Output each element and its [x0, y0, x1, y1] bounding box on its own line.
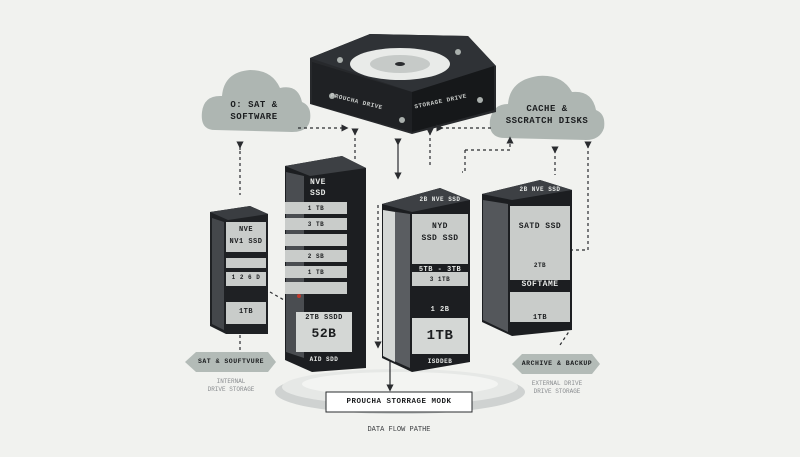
tower-r-cap: 1TB — [532, 314, 548, 322]
base-caption: DATA FLOW PATHE — [367, 426, 431, 434]
tag-left-shape — [185, 352, 276, 372]
tower-left-title2: NV1 SSD — [229, 238, 263, 246]
tower-r-title1: SATD SSD — [518, 222, 562, 231]
tag-left-label: SAT & SOUFTVURE — [197, 358, 264, 365]
tower-left-cap: 1TB — [238, 308, 254, 316]
cloud-left-line1: O: SAT & — [230, 100, 278, 110]
base-label-box — [325, 391, 473, 413]
tower-center-left — [285, 156, 366, 372]
cloud-right-line2: SSCRATCH DISKS — [505, 116, 589, 126]
tower-cl-row-1: 1 TB — [307, 205, 325, 212]
tower-cr-top: 2B NVE SSD — [419, 196, 461, 203]
tag-right-label: ARCHIVE & BACKUP — [521, 360, 593, 367]
tower-left-sub: 1 2 6 D — [231, 274, 261, 281]
tower-cl-foot: AID SDD — [309, 356, 339, 363]
tag-right-note1: EXTERNAL DRIVE — [531, 380, 583, 387]
tower-cr-sub2: 1 2B — [430, 306, 450, 314]
tower-right — [482, 180, 572, 336]
cloud-right — [489, 75, 605, 140]
tower-r-title2: SOFTAME — [521, 280, 559, 289]
tower-r-top: 2B NVE SSD — [519, 186, 561, 193]
tag-left-note1: INTERNAL — [216, 378, 246, 385]
top-drive — [310, 34, 496, 134]
tower-cr-sub: 3 1TB — [429, 276, 451, 283]
tag-left-note2: DRIVE STORAGE — [207, 386, 255, 393]
cloud-right-line1: CACHE & — [526, 104, 568, 114]
tower-cr-title2: SSD SSD — [421, 234, 459, 243]
tower-cl-title1: NVE — [310, 178, 326, 187]
tower-center-right — [382, 188, 470, 372]
tower-cl-row-4: 1 TB — [307, 269, 325, 276]
tower-cl-title2: SSD — [310, 189, 326, 198]
tag-right-note2: DRIVE STORAGE — [533, 388, 581, 395]
tower-r-mid: 2TB — [533, 262, 547, 269]
tower-cl-row-3: 2 SB — [307, 253, 325, 260]
tower-left-small — [210, 206, 268, 334]
tower-cl-row-2: 3 TB — [307, 221, 325, 228]
cloud-left — [201, 70, 311, 132]
tower-cr-foot: ISDDEB — [427, 358, 453, 365]
tower-cl-cap-label: 2TB SSDD — [305, 314, 343, 322]
tower-cr-cap: 1TB — [426, 328, 454, 344]
tower-cl-cap: 52B — [311, 326, 337, 341]
base-label: PROUCHA STORRAGE MODK — [346, 398, 452, 406]
tag-right-shape — [512, 354, 600, 374]
tower-cr-title1: NYD — [432, 222, 448, 231]
tower-cr-mid: 5TB - 3TB — [418, 266, 462, 274]
tower-left-title1: NVE — [238, 226, 254, 234]
cloud-left-line2: SOFTWARE — [230, 112, 278, 122]
